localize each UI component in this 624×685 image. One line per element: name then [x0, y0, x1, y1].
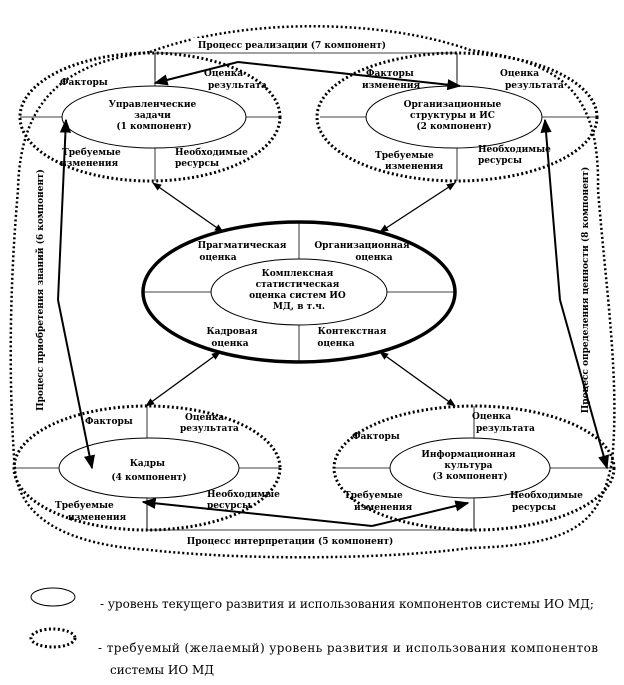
process-right-label: Процесс определения ценности (8 компонен… — [580, 167, 591, 413]
component-br: Информационная культура (3 компонент) Фа… — [332, 404, 616, 532]
component-tl-title-3: (1 компонент) — [116, 121, 191, 132]
process-bottom-label: Процесс интерпретации (5 компонент) — [187, 536, 394, 547]
component-bl-title-1: Кадры — [130, 459, 165, 469]
process-top: Процесс реализации (7 компонент) — [153, 38, 462, 91]
process-right: Процесс определения ценности (8 компонен… — [540, 118, 609, 470]
legend-solid-text: - уровень текущего развития и использова… — [100, 597, 594, 611]
central-title-3: оценка систем ИО — [249, 291, 346, 301]
central-assessment: Комплексная статистическая оценка систем… — [141, 220, 457, 364]
svg-text:Кадры (4 компонент): Кадры (4 компонент) — [111, 459, 186, 483]
component-br-title-2: культура — [444, 461, 492, 471]
component-tr-title-1: Организационные — [404, 100, 502, 110]
component-tr-title-3: (2 компонент) — [416, 121, 491, 132]
legend: - уровень текущего развития и использова… — [29, 587, 598, 677]
central-title-1: Комплексная — [262, 269, 334, 279]
process-left-label: Процесс приобретения знаний (6 компонент… — [35, 169, 46, 411]
component-tr: Организационные структуры и ИС (2 компон… — [315, 51, 599, 183]
component-tl-factors: Факторы — [60, 78, 108, 88]
arrow-tl-center — [152, 182, 224, 233]
component-tl-title-1: Управленческие — [109, 100, 197, 110]
component-tl: Управленческие задачи (1 компонент) Факт… — [18, 51, 282, 183]
component-br-factors: Факторы — [352, 432, 400, 442]
arrow-tr-center — [379, 182, 456, 233]
central-title-2: статистическая — [256, 280, 340, 290]
process-top-label: Процесс реализации (7 компонент) — [198, 40, 386, 51]
component-tr-title-2: структуры и ИС — [410, 111, 495, 121]
process-left: Процесс приобретения знаний (6 компонент… — [35, 118, 95, 470]
legend-dotted-ellipse — [29, 627, 77, 649]
central-inner-ellipse — [210, 258, 388, 326]
process-bottom: Процесс интерпретации (5 компонент) — [141, 497, 475, 547]
outer-process-loop — [9, 25, 616, 559]
svg-text:Организационные структур: Организационные структуры и ИС (2 компон… — [404, 100, 505, 132]
legend-dotted-text-1: - требуемый (желаемый) уровень развития … — [98, 641, 598, 655]
svg-text:Управленческие задачи: Управленческие задачи (1 компонент) — [109, 100, 200, 132]
legend-solid-ellipse — [30, 587, 76, 607]
central-title-4: МД, в т.ч. — [273, 302, 325, 312]
component-br-title-1: Информационная — [421, 450, 515, 460]
component-tl-current-ellipse — [61, 85, 247, 149]
arrow-br-center — [379, 351, 456, 407]
component-tl-title-2: задачи — [134, 111, 171, 121]
legend-dotted-text-2: системы ИО МД — [110, 663, 214, 677]
arrow-bl-center — [145, 351, 221, 407]
svg-text:Комплексная статистическ: Комплексная статистическая оценка систем… — [249, 269, 349, 312]
component-bl-factors: Факторы — [85, 417, 133, 427]
svg-text:Информационная культура: Информационная культура (3 компонент) — [421, 450, 518, 482]
component-bl-title-2: (4 компонент) — [111, 472, 186, 483]
component-br-current-ellipse — [389, 437, 551, 499]
component-br-title-3: (3 компонент) — [432, 471, 507, 482]
